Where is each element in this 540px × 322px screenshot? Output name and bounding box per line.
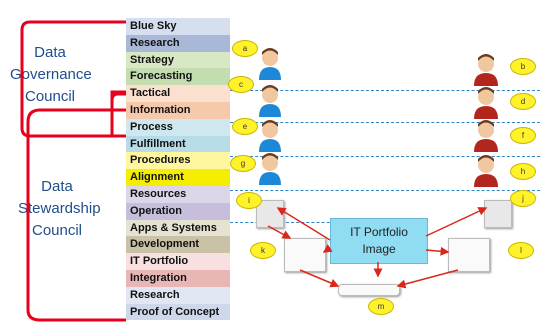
stewardship-council-label: Data Stewardship Council <box>18 176 101 242</box>
layer-item: Strategy <box>126 51 230 69</box>
layer-item: Information <box>126 102 230 119</box>
layer-item: Integration <box>126 270 230 287</box>
person-icon-left-2 <box>259 85 281 117</box>
layer-item: Forecasting <box>126 68 230 86</box>
arrow-bottom-right <box>396 269 459 289</box>
tactical-connector <box>110 90 126 135</box>
person-icon-right-2 <box>474 87 498 119</box>
person-icon-right-1 <box>474 54 498 86</box>
callout-l: l <box>508 242 534 259</box>
layer-item: IT Portfolio <box>126 253 230 270</box>
system-image-right-cube <box>484 200 512 228</box>
portfolio-line-2: Image <box>362 242 396 256</box>
layer-item: Fulfillment <box>126 135 230 153</box>
layer-item: Proof of Concept <box>126 303 230 321</box>
layer-item: Process <box>126 118 230 136</box>
person-icon-left-3 <box>259 120 281 152</box>
system-image-bottom-sheet <box>338 284 400 296</box>
stewardship-line-1: Data <box>41 178 73 195</box>
layer-item: Blue Sky <box>126 18 230 35</box>
arrow-right-sheet <box>425 246 450 256</box>
governance-line-2: Governance <box>10 66 92 83</box>
callout-g: g <box>230 155 256 172</box>
stewardship-line-3: Council <box>31 222 83 239</box>
person-icon-left-1 <box>259 48 281 80</box>
portfolio-line-1: IT Portfolio <box>350 225 408 239</box>
arrow-left-sheet <box>322 244 333 253</box>
dash-line-3 <box>230 156 540 157</box>
stewardship-line-2: Stewardship <box>18 200 101 217</box>
dash-line-5 <box>230 222 350 223</box>
layer-item: Development <box>126 236 230 254</box>
dash-line-2 <box>230 122 540 123</box>
stewardship-bracket <box>26 108 126 322</box>
callout-k: k <box>250 242 276 259</box>
callout-a: a <box>232 40 258 57</box>
callout-m: m <box>368 298 394 315</box>
dash-line-4 <box>230 190 540 191</box>
callout-d: d <box>510 93 536 110</box>
layer-item: Apps & Systems <box>126 219 230 237</box>
governance-line-3: Council <box>24 88 76 105</box>
governance-line-1: Data <box>34 44 66 61</box>
layer-item: Resources <box>126 186 230 203</box>
callout-j: j <box>510 190 536 207</box>
layer-item: Research <box>126 34 230 52</box>
system-image-right-sheet <box>448 238 490 272</box>
layer-item: Procedures <box>126 152 230 170</box>
arrow-right-cube <box>425 207 488 237</box>
callout-h: h <box>510 163 536 180</box>
arrow-bottom-left <box>299 269 340 288</box>
layer-item: Research <box>126 286 230 304</box>
person-icon-left-4 <box>259 153 281 185</box>
person-icon-right-4 <box>474 155 498 187</box>
dash-line-1 <box>230 90 540 91</box>
callout-e: e <box>232 118 258 135</box>
layer-item: Operation <box>126 202 230 220</box>
it-portfolio-image-box: IT Portfolio Image <box>330 218 428 264</box>
callout-c: c <box>228 76 254 93</box>
callout-i: i <box>236 192 262 209</box>
governance-council-label: Data Governance Council <box>10 42 92 108</box>
layer-item: Alignment <box>126 169 230 186</box>
person-icon-right-3 <box>474 120 498 152</box>
layer-item: Tactical <box>126 85 230 102</box>
callout-b: b <box>510 58 536 75</box>
arrow-left-cube-down <box>267 225 292 239</box>
callout-f: f <box>510 127 536 144</box>
arrow-left-cube <box>276 207 331 241</box>
